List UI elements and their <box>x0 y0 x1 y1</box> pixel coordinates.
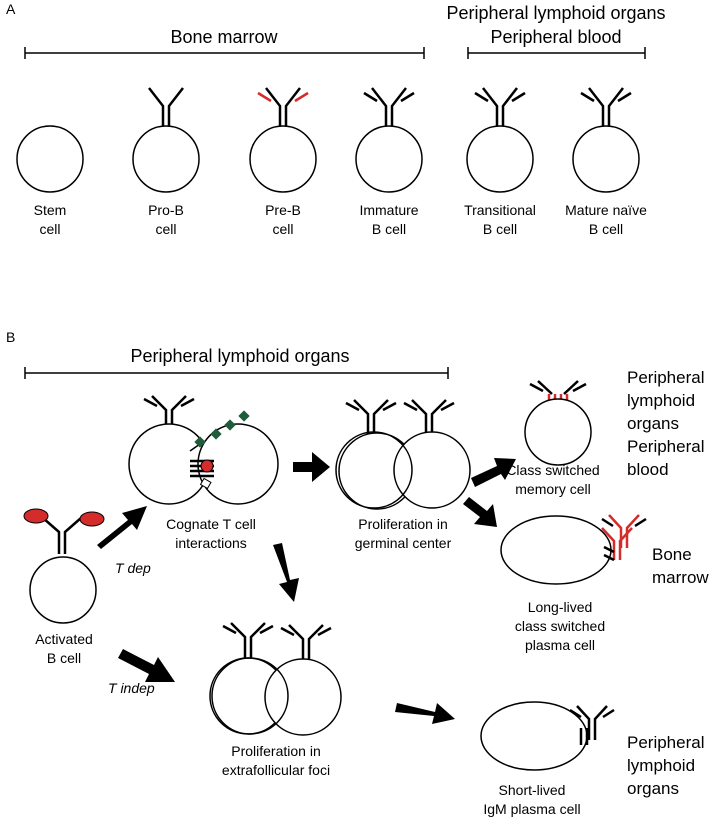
immature-label-1: Immature <box>359 202 418 218</box>
mature-naive-b-cell <box>572 87 640 193</box>
peripheral-b-bracket <box>24 367 449 379</box>
stem-cell-label-2: cell <box>39 221 60 237</box>
bone-marrow-bracket <box>24 47 425 59</box>
pre-b-label-1: Pre-B <box>265 202 301 218</box>
svg-text:marrow: marrow <box>652 568 709 587</box>
t-indep-label: T indep <box>108 680 155 696</box>
short-lived-label-1: Short-lived <box>499 782 566 798</box>
peripheral-organs-label: Peripheral lymphoid organs <box>446 3 665 23</box>
panel-a-letter: A <box>6 1 16 17</box>
pre-b-label-2: cell <box>272 221 293 237</box>
arrow-to-long-lived <box>463 497 497 527</box>
extrafollicular-label-1: Proliferation in <box>231 743 321 759</box>
mature-label-1: Mature naïve <box>565 202 647 218</box>
long-lived-label-1: Long-lived <box>528 599 593 615</box>
memory-label-1: Class switched <box>506 462 599 478</box>
t-dep-label: T dep <box>115 560 151 576</box>
extrafollicular-label-2: extrafollicular foci <box>222 762 330 778</box>
t-indep-arrow <box>118 649 175 682</box>
bone-marrow-label: Bone marrow <box>170 27 278 47</box>
svg-text:blood: blood <box>627 460 669 479</box>
peripheral-blood-label: Peripheral blood <box>490 27 621 47</box>
bone-marrow-location-label: Bone marrow <box>652 545 709 587</box>
activated-label-2: B cell <box>47 650 81 666</box>
short-lived-label-2: IgM plasma cell <box>483 801 580 817</box>
cognate-interaction <box>128 395 279 505</box>
short-lived-location-label: Peripheral lymphoid organs <box>627 733 705 798</box>
arrow-to-short-lived <box>395 703 455 724</box>
cognate-label-2: interactions <box>175 535 247 551</box>
pre-b-cell <box>249 87 317 193</box>
mature-label-2: B cell <box>589 221 623 237</box>
pro-b-label-2: cell <box>155 221 176 237</box>
svg-text:Bone: Bone <box>652 545 692 564</box>
memory-cell <box>524 380 592 466</box>
transitional-label-2: B cell <box>483 221 517 237</box>
immature-label-2: B cell <box>372 221 406 237</box>
peripheral-bracket <box>467 47 646 59</box>
svg-text:lymphoid: lymphoid <box>627 391 695 410</box>
svg-text:organs: organs <box>627 779 679 798</box>
short-lived-plasma-cell <box>480 701 615 771</box>
immature-b-cell <box>355 87 423 193</box>
arrow-to-extrafollicular <box>273 543 299 602</box>
svg-text:Peripheral: Peripheral <box>627 437 705 456</box>
stem-cell <box>16 125 84 193</box>
svg-text:Peripheral: Peripheral <box>627 368 705 387</box>
germinal-center-cells <box>335 399 471 510</box>
transitional-b-cell <box>466 87 534 193</box>
memory-location-label: Peripheral lymphoid organs Peripheral bl… <box>627 368 705 479</box>
arrow-to-memory-cell <box>471 458 516 487</box>
t-dep-arrow <box>97 506 147 549</box>
peripheral-b-label: Peripheral lymphoid organs <box>130 346 349 366</box>
svg-text:lymphoid: lymphoid <box>627 756 695 775</box>
stem-cell-label-1: Stem <box>34 202 67 218</box>
pro-b-label-1: Pro-B <box>148 202 184 218</box>
activated-label-1: Activated <box>35 631 93 647</box>
pro-b-cell <box>132 87 200 193</box>
memory-label-2: memory cell <box>515 481 590 497</box>
germinal-label-1: Proliferation in <box>358 516 448 532</box>
cognate-label-1: Cognate T cell <box>166 516 256 532</box>
extrafollicular-cells <box>209 622 342 736</box>
activated-b-cell <box>23 508 105 624</box>
long-lived-label-3: plasma cell <box>525 637 595 653</box>
transitional-label-1: Transitional <box>464 202 536 218</box>
long-lived-label-2: class switched <box>515 618 605 634</box>
arrow-to-germinal-center <box>293 452 330 482</box>
svg-text:Peripheral: Peripheral <box>627 733 705 752</box>
germinal-label-2: germinal center <box>355 535 452 551</box>
long-lived-plasma-cell <box>500 514 647 585</box>
svg-text:organs: organs <box>627 414 679 433</box>
panel-b-letter: B <box>6 329 15 345</box>
